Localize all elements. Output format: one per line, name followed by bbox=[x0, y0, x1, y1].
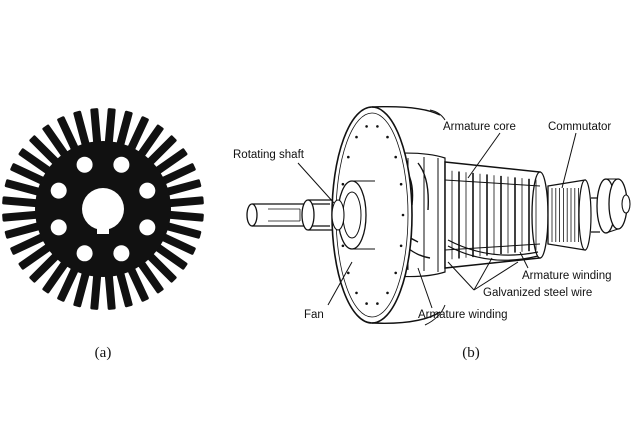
lamination-tooth bbox=[18, 241, 55, 270]
lamination-tooth bbox=[125, 263, 149, 302]
lamination-tooth bbox=[57, 263, 81, 302]
lamination-tooth bbox=[161, 221, 202, 239]
lamination-tooth bbox=[163, 210, 204, 222]
fan-rivet bbox=[399, 244, 403, 248]
fan-rivet bbox=[376, 125, 379, 128]
commutator bbox=[547, 178, 631, 251]
lamination-hole bbox=[50, 219, 67, 236]
fan-disc bbox=[331, 106, 441, 324]
lamination-tooth bbox=[2, 196, 43, 208]
lamination-tooth bbox=[157, 231, 196, 255]
fan-rivet bbox=[386, 291, 389, 295]
fan-rivet bbox=[376, 302, 379, 305]
lamination-hole bbox=[113, 245, 130, 262]
fan-rivet bbox=[347, 155, 350, 159]
lamination-tooth bbox=[157, 163, 196, 187]
lamination-hole bbox=[76, 156, 93, 173]
lamination-tooth bbox=[10, 163, 49, 187]
lamination-disc bbox=[2, 108, 204, 310]
lamination-tooth bbox=[4, 179, 45, 197]
armature-assembly bbox=[246, 106, 631, 326]
label-fan: Fan bbox=[304, 309, 324, 321]
rotating-shaft bbox=[246, 199, 338, 231]
lamination-hole bbox=[139, 219, 156, 236]
leader-galvanized-wire-a bbox=[447, 261, 475, 291]
lamination-tooth bbox=[161, 179, 202, 197]
keyway bbox=[97, 225, 109, 234]
lamination-tooth bbox=[115, 267, 133, 308]
lamination-tooth bbox=[125, 116, 149, 155]
fan-rivet bbox=[401, 213, 405, 217]
lamination-tooth bbox=[10, 231, 49, 255]
lamination-tooth bbox=[18, 148, 55, 177]
label-armature-core: Armature core bbox=[443, 121, 516, 133]
lamination-hole bbox=[139, 182, 156, 199]
fan-rivet bbox=[365, 302, 368, 305]
fan-rivet bbox=[394, 155, 398, 159]
label-commutator: Commutator bbox=[548, 121, 611, 133]
lamination-tooth bbox=[151, 148, 188, 177]
fan-rivet bbox=[341, 182, 345, 186]
leader-armature-winding-right bbox=[519, 251, 529, 269]
lamination-tooth bbox=[135, 124, 164, 161]
lamination-tooth bbox=[4, 221, 45, 239]
fan-rivet bbox=[347, 271, 350, 275]
fan-rivet bbox=[399, 182, 403, 186]
label-galvanized-steel-wire: Galvanized steel wire bbox=[483, 287, 592, 299]
fan-rivet bbox=[365, 125, 368, 128]
lamination-holes bbox=[50, 156, 156, 262]
lamination-tooth bbox=[57, 116, 81, 155]
lamination-tooth bbox=[90, 108, 102, 149]
lamination-tooth bbox=[73, 267, 91, 308]
fan-rivet bbox=[394, 271, 398, 275]
lamination-tooth bbox=[151, 241, 188, 270]
label-armature-winding-bottom: Armature winding bbox=[418, 309, 507, 321]
lamination-tooth bbox=[42, 124, 71, 161]
fan-rivet bbox=[355, 135, 358, 139]
lamination-tooth bbox=[163, 196, 204, 208]
lamination-tooth bbox=[115, 110, 133, 151]
leader-armature-winding-bottom bbox=[417, 267, 433, 309]
leader-commutator bbox=[561, 132, 577, 189]
leader-fan bbox=[327, 261, 353, 306]
lamination-hole bbox=[50, 182, 67, 199]
leader-rotating-shaft bbox=[297, 162, 335, 204]
lamination-hole bbox=[76, 245, 93, 262]
lamination-tooth bbox=[135, 257, 164, 294]
caption-a: (a) bbox=[95, 345, 112, 361]
core-slots bbox=[451, 170, 537, 260]
lamination-tooth bbox=[104, 269, 116, 310]
label-armature-winding-right: Armature winding bbox=[522, 270, 611, 282]
lamination-tooth bbox=[42, 257, 71, 294]
lamination-tooth bbox=[73, 110, 91, 151]
fan-rivet bbox=[341, 244, 345, 248]
lamination-tooth bbox=[29, 249, 63, 283]
caption-b: (b) bbox=[462, 345, 480, 361]
leader-armature-core bbox=[467, 132, 501, 179]
leader-lines bbox=[297, 132, 577, 309]
lamination-tooth bbox=[104, 108, 116, 149]
armature-core bbox=[444, 161, 549, 269]
lamination-hole bbox=[113, 156, 130, 173]
lamination-teeth bbox=[2, 108, 204, 310]
fan-rivet bbox=[386, 135, 389, 139]
lamination-tooth bbox=[29, 135, 63, 169]
lamination-tooth bbox=[143, 135, 177, 169]
lamination-tooth bbox=[90, 269, 102, 310]
label-rotating-shaft: Rotating shaft bbox=[233, 149, 305, 161]
leader-galvanized-wire-c bbox=[473, 261, 519, 291]
fan-rivet bbox=[355, 291, 358, 295]
leader-galvanized-wire-b bbox=[473, 257, 493, 291]
shaft-bore bbox=[82, 188, 124, 230]
fan-rivets bbox=[339, 125, 405, 305]
lamination-tooth bbox=[2, 210, 43, 222]
lamination-tooth bbox=[143, 249, 177, 283]
